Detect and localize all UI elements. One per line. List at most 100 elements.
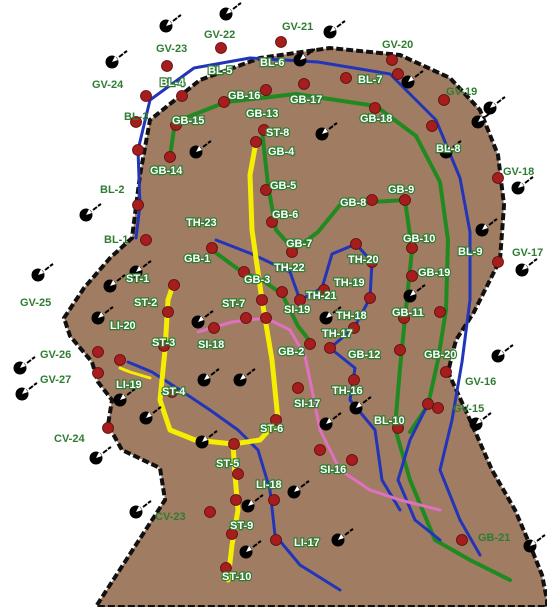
point-label-text: GB-9 [388,184,414,196]
label-th-17: TH-17TH-17 [322,328,353,340]
acupoint-dot [165,152,176,163]
point-label-text: LI-19 [116,379,142,391]
label-bl-4: BL-4BL-4 [160,77,185,89]
point-label-text: GB-3 [244,274,270,286]
point-label-text: ST-3 [152,337,175,349]
label-gb-5: GB-5GB-5 [270,180,296,192]
point-label-text: GB-16 [228,90,260,102]
acupoint-dot [349,375,360,386]
label-st-2: ST-2ST-2 [134,297,157,309]
label-gb-3: GB-3GB-3 [244,274,270,286]
acupoint-dot [93,347,104,358]
point-label-text: TH-16 [332,385,363,397]
point-label-text: GV-22 [204,29,235,41]
label-gb-11: GB-11GB-11 [392,307,424,319]
moxa-cone-icon [16,383,38,401]
acupoint-dot [251,137,262,148]
label-th-19: TH-19TH-19 [334,277,365,289]
label-st-9: ST-9ST-9 [230,520,253,532]
point-label-text: BL-4 [160,77,185,89]
label-gv-26: GV-26 [40,349,71,361]
acupoint-dot [393,69,404,80]
label-gb-7: GB-7GB-7 [286,238,312,250]
head-silhouette [64,48,547,607]
point-label-text: ST-2 [134,297,157,309]
label-gb-4: GB-4GB-4 [268,146,295,158]
point-label-text: GB-4 [268,146,295,158]
acupoint-dot [407,271,418,282]
label-si-16: SI-16SI-16 [320,464,346,476]
acupoint-dot [435,307,446,318]
label-gb-15: GB-15GB-15 [172,115,204,127]
point-label-text: GV-23 [156,43,187,55]
point-label-text: SI-17 [294,398,320,410]
label-gv-27: GV-27 [40,374,71,386]
label-gb-21: GB-21 [478,532,510,544]
acupoint-dot [163,307,174,318]
acupoint-dot [231,495,242,506]
label-bl-9: BL-9BL-9 [458,246,482,258]
point-label-text: ST-4 [162,386,186,398]
acupoint-dot [207,243,218,254]
point-label-text: SI-16 [320,464,346,476]
moxa-cone-icon [14,357,36,375]
point-label-text: TH-20 [348,254,379,266]
point-label-text: LI-20 [110,320,136,332]
label-th-23: TH-23TH-23 [186,217,217,229]
label-gv-21: GV-21 [282,21,313,33]
moxa-cone-icon [90,447,112,465]
point-label-text: GB-8 [340,197,366,209]
point-label-text: GV-26 [40,349,71,361]
label-gb-16: GB-16GB-16 [228,90,260,102]
point-label-text: GB-7 [286,238,312,250]
acupoint-dot [351,239,362,250]
acupoint-dot [93,368,104,379]
label-th-22: TH-22TH-22 [274,262,305,274]
label-st-8: ST-8ST-8 [266,127,289,139]
label-th-16: TH-16TH-16 [332,385,363,397]
point-label-text: GB-5 [270,180,296,192]
point-label-text: TH-18 [336,310,367,322]
acupoint-dot [209,323,220,334]
point-label-text: SI-19 [284,304,310,316]
acupoint-dot [441,367,452,378]
acupoint-dot [169,280,180,291]
point-label-text: ST-10 [222,571,251,583]
point-label-text: LI-18 [256,479,282,491]
point-label-text: BL-2 [100,184,124,196]
point-label-text: TH-22 [274,262,305,274]
point-label-text: BL-10 [374,415,405,427]
moxa-cone-icon [32,264,54,282]
label-gv-24: GV-24 [92,79,124,91]
moxa-cone-icon [324,21,346,39]
point-label-text: GB-18 [360,113,392,125]
point-label-text: GB-10 [403,233,435,245]
acupoint-dot [257,295,268,306]
point-label-text: GB-6 [272,209,298,221]
label-bl-2: BL-2 [100,184,124,196]
point-label-text: GV-16 [465,376,496,388]
acupoint-dot [216,43,227,54]
label-th-21: TH-21TH-21 [306,290,337,302]
label-cv-23: CV-23 [155,511,186,523]
point-label-text: LI-17 [294,537,320,549]
acupoint-dot [205,507,216,518]
acupoint-dot [325,343,336,354]
label-si-17: SI-17SI-17 [294,398,320,410]
label-bl-8: BL-8BL-8 [436,143,460,155]
point-label-text: GB-12 [348,349,380,361]
acupoint-dot [315,445,326,456]
point-label-text: GV-21 [282,21,313,33]
label-st-5: ST-5ST-5 [216,458,239,470]
acupoint-dot [367,195,378,206]
moxa-cone-icon [106,51,128,69]
acupoint-dot [276,37,287,48]
point-label-text: GB-1 [184,253,210,265]
moxa-cone-icon [80,204,102,222]
acupoint-dot [341,73,352,84]
label-gv-25: GV-25 [20,297,51,309]
label-gv-22: GV-22 [204,29,235,41]
label-gv-16: GV-16 [465,376,496,388]
acupoint-dot [229,439,240,450]
acupoint-dot [457,535,468,546]
